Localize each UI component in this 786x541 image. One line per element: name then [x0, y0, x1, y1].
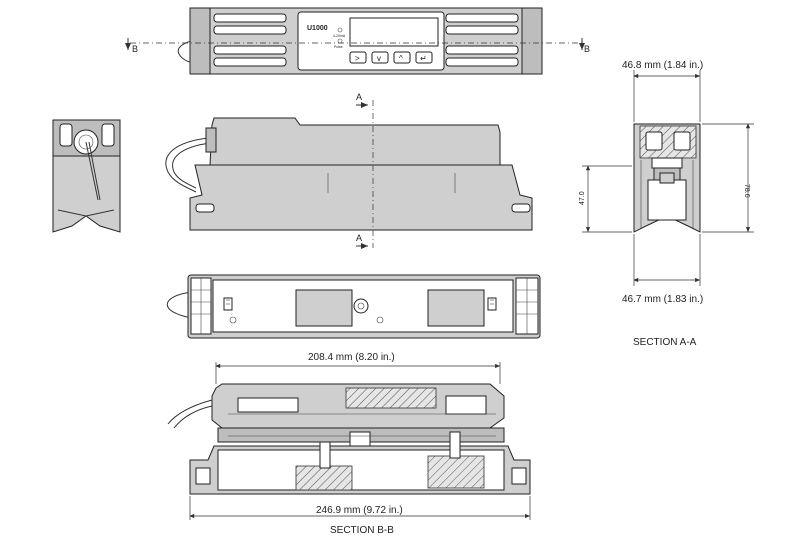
bottom-view	[166, 274, 541, 339]
enter-glyph: ↵	[420, 54, 427, 63]
end-view	[52, 119, 121, 233]
right-arrow-key[interactable]	[349, 51, 367, 64]
lcd-display	[349, 17, 439, 47]
dim-total-height: 78.6	[743, 184, 750, 198]
dim-width-bottom: 46.7 mm (1.83 in.)	[622, 294, 703, 305]
up-arrow-glyph: ^	[399, 54, 403, 63]
status-label-4-20ma: 4-20mA	[333, 34, 346, 38]
right-arrow-glyph: >	[355, 54, 360, 63]
caption-section-aa: SECTION A-A	[633, 337, 697, 348]
section-bb-view: 208.4 mm (8.20 in.) 246.9 mm (9.72 in.) …	[167, 352, 531, 536]
status-label-pulse: Pulse	[334, 45, 343, 49]
side-view: A A	[165, 92, 533, 249]
section-mark-b-left: B	[132, 44, 138, 54]
down-arrow-key[interactable]	[371, 51, 389, 64]
right-grille	[445, 13, 519, 67]
up-arrow-key[interactable]	[393, 51, 411, 64]
section-mark-b-right: B	[584, 44, 590, 54]
dim-overall-length: 246.9 mm (9.72 in.)	[316, 505, 403, 516]
section-aa-view: 46.8 mm (1.84 in.) 46.7 mm (1.83 in.) 47…	[579, 60, 754, 348]
section-mark-a-top: A	[356, 92, 362, 102]
down-arrow-glyph: v	[377, 54, 381, 63]
enter-key[interactable]	[415, 51, 433, 64]
top-view: U1000 4-20mA Pulse > v ^ ↵ B B	[125, 7, 590, 75]
left-grille	[213, 13, 287, 67]
dim-inner-length: 208.4 mm (8.20 in.)	[308, 352, 395, 363]
section-mark-a-bottom: A	[356, 233, 362, 243]
keypad: > v ^ ↵	[349, 51, 433, 64]
bottom-left-ribs	[190, 277, 212, 335]
device-label: U1000	[307, 25, 328, 32]
bottom-right-ribs	[515, 277, 539, 335]
dim-inner-height: 47.0	[579, 191, 586, 205]
dim-width-top: 46.8 mm (1.84 in.)	[622, 60, 703, 71]
caption-section-bb: SECTION B-B	[330, 525, 394, 536]
